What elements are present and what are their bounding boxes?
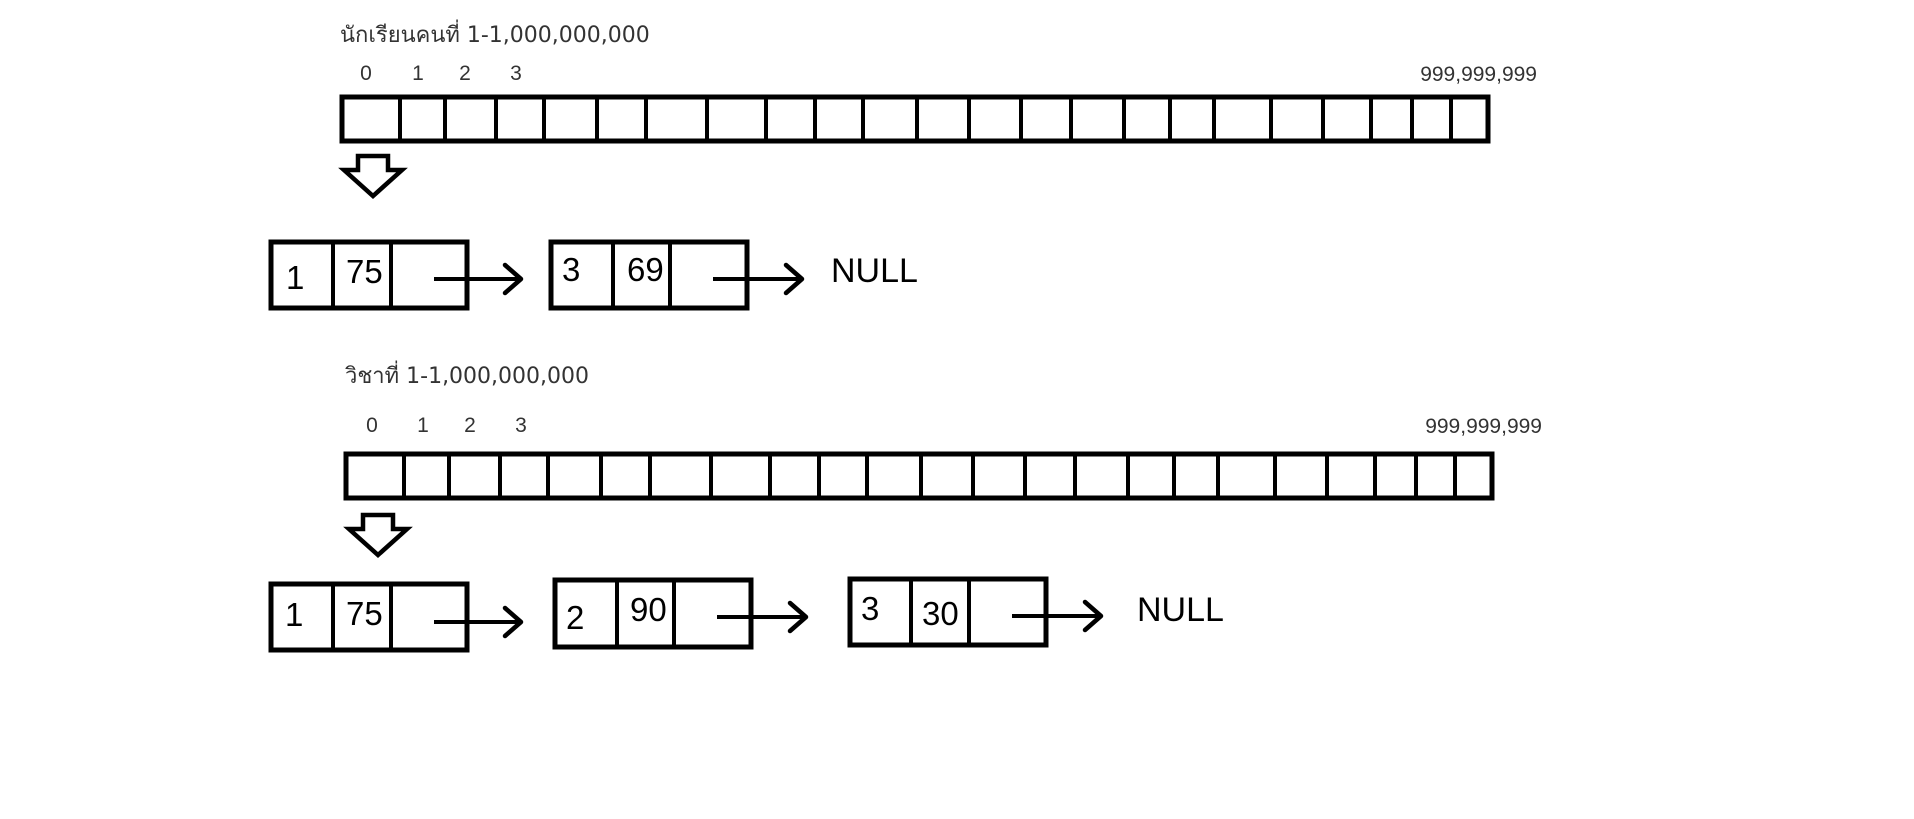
node-score: 75	[346, 595, 383, 632]
arrow-right-icon	[502, 605, 524, 639]
students-null-terminator: NULL	[831, 252, 918, 290]
node-box	[548, 239, 750, 311]
students-index-label: 0	[360, 62, 372, 85]
node-box	[552, 577, 754, 650]
node-id: 1	[286, 259, 304, 296]
node-box	[268, 239, 470, 311]
arrow-right-icon	[787, 600, 809, 634]
students-array-cells	[398, 97, 1453, 141]
students-index-label: 1	[412, 62, 424, 85]
node-id: 2	[566, 599, 584, 636]
node-score: 75	[346, 253, 383, 290]
node-box	[847, 576, 1049, 648]
subjects-node: 2 90	[552, 577, 809, 650]
arrow-right-icon	[1082, 599, 1104, 633]
subjects-index-label: 0	[366, 414, 378, 437]
students-array	[339, 94, 1491, 144]
subjects-array	[343, 451, 1495, 501]
students-last-index: 999,999,999	[1420, 63, 1537, 86]
node-id: 1	[285, 596, 303, 633]
students-index-label: 3	[510, 62, 522, 85]
subjects-index-label: 3	[515, 414, 527, 437]
students-node: 1 75	[268, 239, 524, 311]
node-score: 90	[630, 591, 667, 628]
arrow-right-icon	[783, 262, 805, 296]
students-index-label: 2	[459, 62, 471, 85]
node-score: 30	[922, 595, 959, 632]
subjects-last-index: 999,999,999	[1425, 415, 1542, 438]
subjects-array-cells	[402, 454, 1457, 498]
down-arrow-icon	[343, 512, 413, 559]
students-caption: นักเรียนคนที่ 1-1,000,000,000	[340, 19, 650, 48]
subjects-index-label: 1	[417, 414, 429, 437]
node-id: 3	[562, 251, 580, 288]
node-score: 69	[627, 251, 664, 288]
arrow-right-icon	[502, 262, 524, 296]
down-arrow-icon	[338, 153, 408, 200]
subjects-node: 1 75	[268, 581, 524, 653]
students-node: 3 69	[548, 239, 805, 311]
subjects-node: 3 30	[847, 576, 1104, 648]
node-box	[268, 581, 470, 653]
subjects-null-terminator: NULL	[1137, 591, 1224, 629]
subjects-index-label: 2	[464, 414, 476, 437]
node-id: 3	[861, 590, 879, 627]
subjects-caption: วิชาที่ 1-1,000,000,000	[344, 360, 589, 389]
